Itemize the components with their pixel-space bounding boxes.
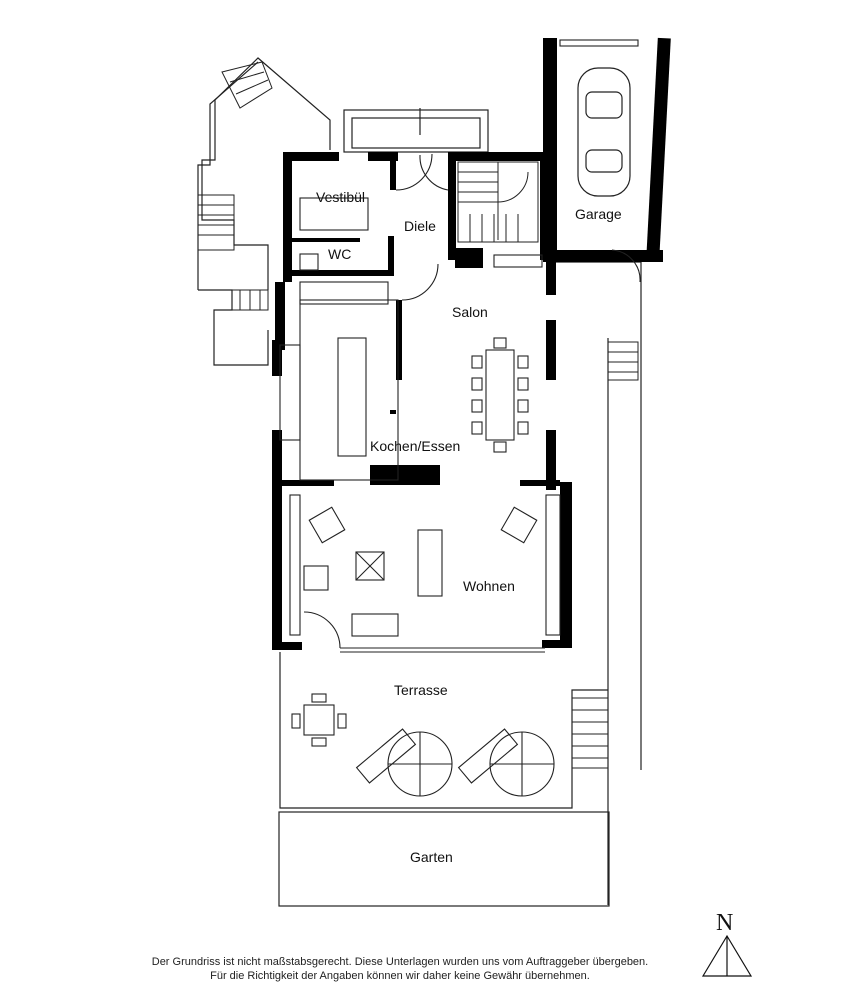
- disclaimer-line-1: Der Grundriss ist nicht maßstabsgerecht.…: [151, 956, 649, 968]
- west-stair-outline: [201, 57, 331, 290]
- kitchen-island: [337, 337, 367, 457]
- room-label-diele: Diele: [404, 218, 436, 234]
- hall-stair-icon: [457, 161, 539, 243]
- disclaimer-line-2: Für die Richtigkeit der Angaben können w…: [210, 970, 590, 982]
- entrance-canopy: [343, 109, 489, 153]
- armchair-icon: [303, 565, 329, 591]
- terrace-outline: [279, 652, 608, 809]
- armchair-icon: [308, 506, 346, 544]
- sofa-icon: [351, 613, 399, 637]
- sun-lounger-icon: [457, 728, 519, 784]
- room-label-vestibuel: Vestibül: [316, 189, 365, 205]
- north-arrow-icon: [701, 934, 753, 977]
- room-label-salon: Salon: [452, 304, 488, 320]
- sun-lounger-icon: [355, 728, 417, 784]
- walls: [272, 37, 671, 650]
- room-label-kochen-essen: Kochen/Essen: [370, 438, 460, 454]
- room-label-wc: WC: [328, 246, 351, 262]
- car-icon: [577, 67, 631, 197]
- garden-outline: [278, 811, 610, 907]
- coffee-table: [355, 551, 385, 581]
- dining-table-icon: [471, 337, 529, 453]
- terrace-table-icon: [303, 704, 335, 736]
- room-label-wohnen: Wohnen: [463, 578, 515, 594]
- armchair-icon: [500, 506, 538, 544]
- stair-icon: [197, 61, 639, 769]
- room-label-terrasse: Terrasse: [394, 682, 448, 698]
- room-label-garage: Garage: [575, 206, 622, 222]
- room-label-garten: Garten: [410, 849, 453, 865]
- north-label: N: [716, 910, 733, 936]
- sofa-icon: [417, 529, 443, 597]
